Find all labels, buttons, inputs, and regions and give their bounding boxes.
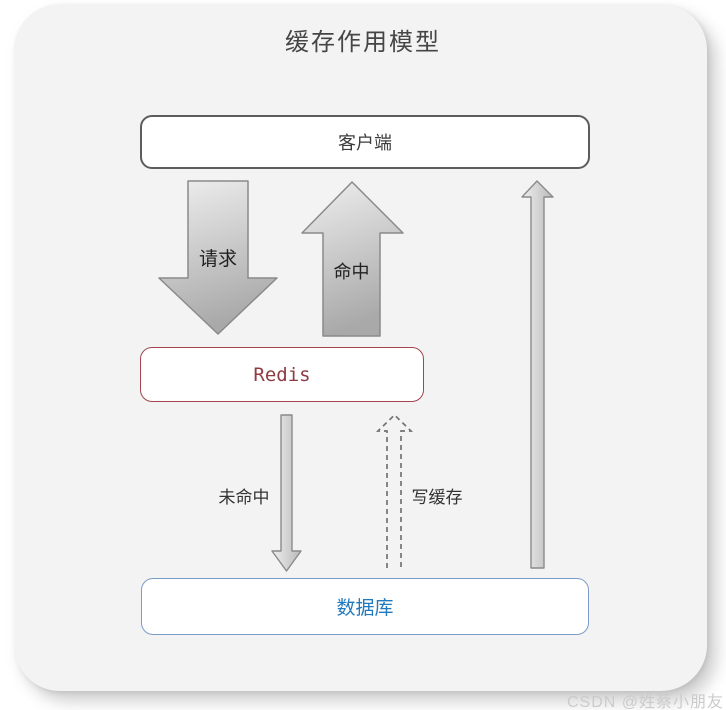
- node-database-label: 数据库: [336, 598, 394, 619]
- diagram-title: 缓存作用模型: [285, 29, 441, 56]
- node-redis-label: Redis: [253, 363, 311, 386]
- node-client: 客户端: [140, 115, 590, 169]
- node-database: 数据库: [141, 578, 589, 635]
- request-arrow-label: 请求: [198, 249, 237, 270]
- node-client-label: 客户端: [338, 133, 392, 153]
- watermark: CSDN @姓蔡小朋友: [566, 694, 724, 710]
- write-cache-arrow-label: 写缓存: [411, 488, 463, 507]
- node-redis: Redis: [140, 347, 424, 402]
- miss-arrow-label: 未命中: [218, 488, 270, 507]
- hit-arrow-label: 命中: [333, 262, 370, 282]
